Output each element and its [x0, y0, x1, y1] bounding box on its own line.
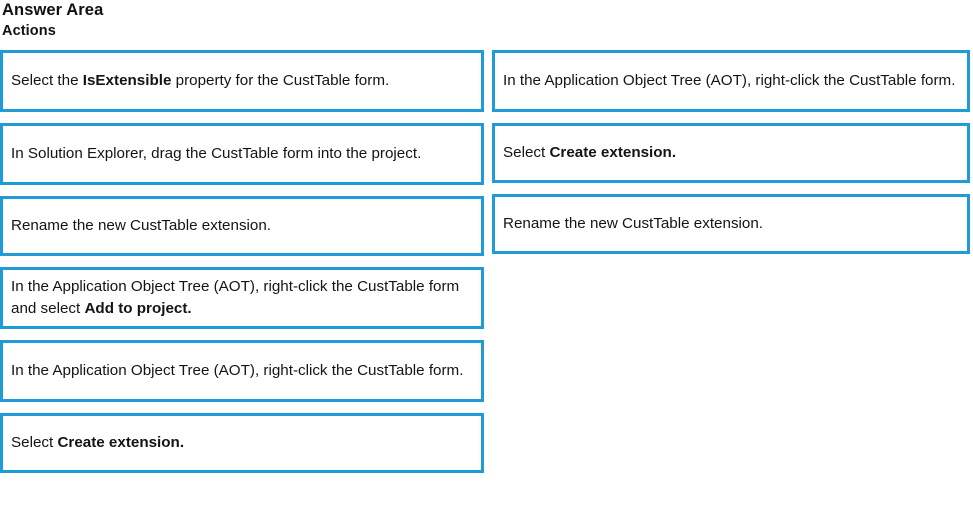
action-item[interactable]: In the Application Object Tree (AOT), ri… [0, 267, 484, 329]
action-item[interactable]: In the Application Object Tree (AOT), ri… [0, 340, 484, 402]
action-emphasis: Create extension. [549, 144, 677, 161]
action-emphasis: IsExtensible [82, 72, 172, 89]
action-item[interactable]: Rename the new CustTable extension. [492, 194, 970, 254]
action-text: Select [503, 144, 550, 161]
action-text: In Solution Explorer, drag the CustTable… [11, 145, 422, 162]
action-item-label: Rename the new CustTable extension. [503, 213, 959, 235]
action-text: In the Application Object Tree (AOT), ri… [11, 278, 460, 317]
action-text: In the Application Object Tree (AOT), ri… [503, 72, 956, 89]
action-item-label: In the Application Object Tree (AOT), ri… [11, 276, 473, 320]
action-item-label: In Solution Explorer, drag the CustTable… [11, 143, 473, 165]
action-item-label: Select the IsExtensible property for the… [11, 70, 473, 92]
action-item-label: In the Application Object Tree (AOT), ri… [503, 70, 959, 92]
actions-source-column: Select the IsExtensible property for the… [0, 50, 484, 484]
page-title: Answer Area [2, 1, 104, 19]
action-item-label: In the Application Object Tree (AOT), ri… [11, 360, 473, 382]
action-item[interactable]: In Solution Explorer, drag the CustTable… [0, 123, 484, 185]
action-text: In the Application Object Tree (AOT), ri… [11, 362, 464, 379]
action-item-label: Select Create extension. [503, 142, 959, 164]
action-item[interactable]: Select the IsExtensible property for the… [0, 50, 484, 112]
actions-section-label: Actions [2, 23, 56, 39]
answer-target-column: In the Application Object Tree (AOT), ri… [492, 50, 970, 265]
action-text: Select the [11, 72, 83, 89]
action-item[interactable]: Select Create extension. [492, 123, 970, 183]
action-item-label: Rename the new CustTable extension. [11, 215, 473, 237]
action-item-label: Select Create extension. [11, 432, 473, 454]
action-text: Select [11, 434, 58, 451]
action-emphasis: Add to project. [84, 300, 192, 317]
action-item[interactable]: Rename the new CustTable extension. [0, 196, 484, 256]
action-text: Rename the new CustTable extension. [11, 217, 272, 234]
action-item[interactable]: In the Application Object Tree (AOT), ri… [492, 50, 970, 112]
action-text: property for the CustTable form. [171, 72, 390, 89]
action-text: Rename the new CustTable extension. [503, 215, 764, 232]
action-item[interactable]: Select Create extension. [0, 413, 484, 473]
action-emphasis: Create extension. [57, 434, 185, 451]
